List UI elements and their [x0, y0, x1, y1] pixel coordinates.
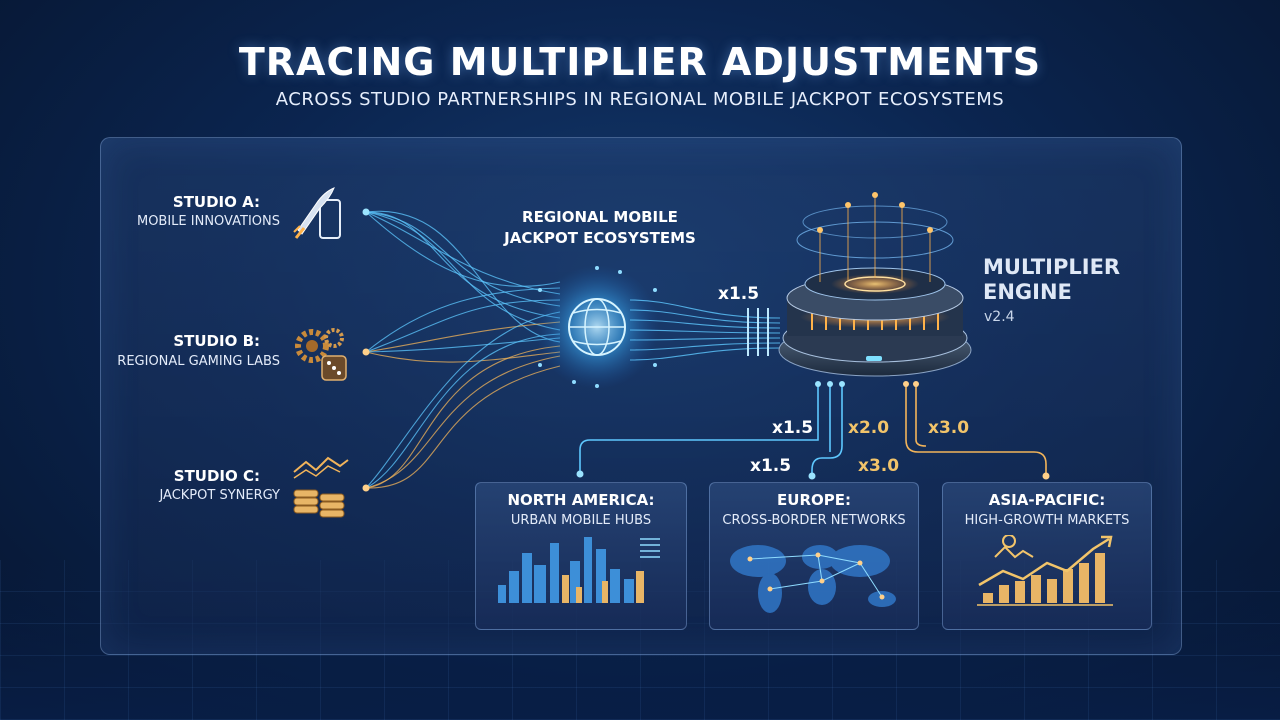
server-engine-icon: [778, 192, 972, 377]
growth-chart-icon: [977, 535, 1113, 606]
engine-title: MULTIPLIER ENGINE: [983, 255, 1163, 305]
studio-a-title: STUDIO A:: [172, 193, 260, 211]
studio-b-node: [362, 348, 370, 356]
city-skyline-icon: [498, 537, 660, 603]
studio-c-node: [362, 484, 370, 492]
region-north-america-title: NORTH AMERICA:: [507, 491, 655, 509]
hub-to-engine-flow-lines: [629, 299, 781, 361]
page-title: TRACING MULTIPLIER ADJUSTMENTS: [238, 40, 1042, 84]
globe-icon: [535, 265, 659, 389]
multiplier-europe-upper: x2.0: [848, 418, 890, 438]
hub-label-line1: REGIONAL MOBILE: [522, 208, 678, 226]
region-europe-title: EUROPE:: [777, 491, 851, 509]
world-map-icon: [730, 545, 896, 613]
studio-b-flow-lines: [365, 287, 561, 363]
multiplier-north-america-upper: x1.5: [772, 418, 814, 438]
rocket-phone-icon: [293, 187, 341, 239]
gears-dice-icon: [295, 328, 347, 381]
coins-trend-icon: [293, 456, 349, 518]
region-asia-pacific-subtitle: HIGH-GROWTH MARKETS: [964, 513, 1130, 528]
hub-label-line2: JACKPOT ECOSYSTEMS: [504, 229, 696, 247]
engine-title-line2: ENGINE: [983, 280, 1072, 304]
studio-a-node: [362, 208, 370, 216]
bundle-clamp: [747, 308, 769, 356]
studio-a-subtitle: MOBILE INNOVATIONS: [136, 214, 280, 229]
engine-to-north-america-lines: [579, 384, 831, 474]
connector-nodes: [576, 381, 1050, 480]
region-card-north-america: NORTH AMERICA: URBAN MOBILE HUBS: [475, 482, 687, 630]
studio-b-subtitle: REGIONAL GAMING LABS: [117, 354, 280, 369]
multiplier-hub-to-engine: x1.5: [718, 284, 760, 304]
engine-to-europe-lines: [811, 384, 843, 476]
hub-label: REGIONAL MOBILE JACKPOT ECOSYSTEMS: [490, 207, 710, 249]
engine-to-asia-pacific-lines: [905, 384, 1047, 476]
studio-c-title: STUDIO C:: [173, 467, 260, 485]
multiplier-europe-lower: x3.0: [858, 456, 900, 476]
page-subtitle: ACROSS STUDIO PARTNERSHIPS IN REGIONAL M…: [275, 89, 1005, 110]
region-europe-subtitle: CROSS-BORDER NETWORKS: [722, 513, 906, 528]
studio-c-subtitle: JACKPOT SYNERGY: [159, 488, 280, 503]
engine-title-line1: MULTIPLIER: [983, 255, 1121, 279]
region-north-america-subtitle: URBAN MOBILE HUBS: [510, 513, 652, 528]
region-card-asia-pacific: ASIA-PACIFIC: HIGH-GROWTH MARKETS: [942, 482, 1152, 630]
region-asia-pacific-title: ASIA-PACIFIC:: [988, 491, 1106, 509]
multiplier-north-america-lower: x1.5: [750, 456, 792, 476]
studio-c-flow-lines: [365, 311, 561, 489]
studio-a-flow-lines: [365, 210, 561, 343]
region-card-europe: EUROPE: CROSS-BORDER NETWORKS: [709, 482, 919, 630]
multiplier-asia-pacific: x3.0: [928, 418, 970, 438]
engine-version: v2.4: [984, 309, 1015, 325]
studio-b-title: STUDIO B:: [173, 332, 260, 350]
